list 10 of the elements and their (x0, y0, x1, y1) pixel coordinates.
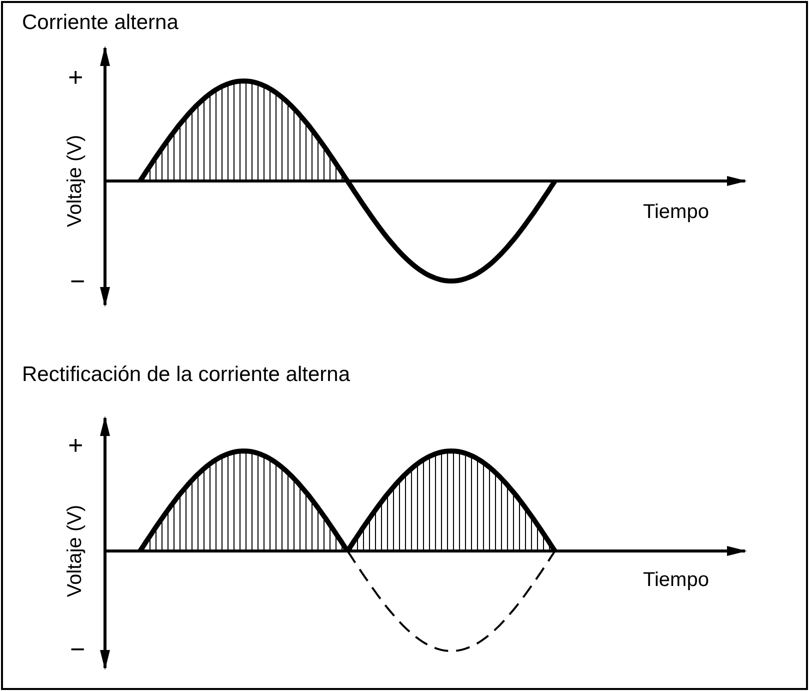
axis-label: Tiempo (643, 202, 709, 222)
axis-label: Voltaje (V) (65, 134, 86, 228)
plus-sign: + (68, 64, 84, 90)
minus-sign: − (70, 636, 86, 662)
plus-sign: + (68, 432, 84, 458)
panel-title: Rectificación de la corriente alterna (22, 364, 350, 385)
panel-title: Corriente alterna (22, 12, 178, 33)
minus-sign: − (70, 268, 86, 294)
axis-label: Voltaje (V) (65, 504, 86, 598)
axis-label: Tiempo (643, 570, 709, 590)
